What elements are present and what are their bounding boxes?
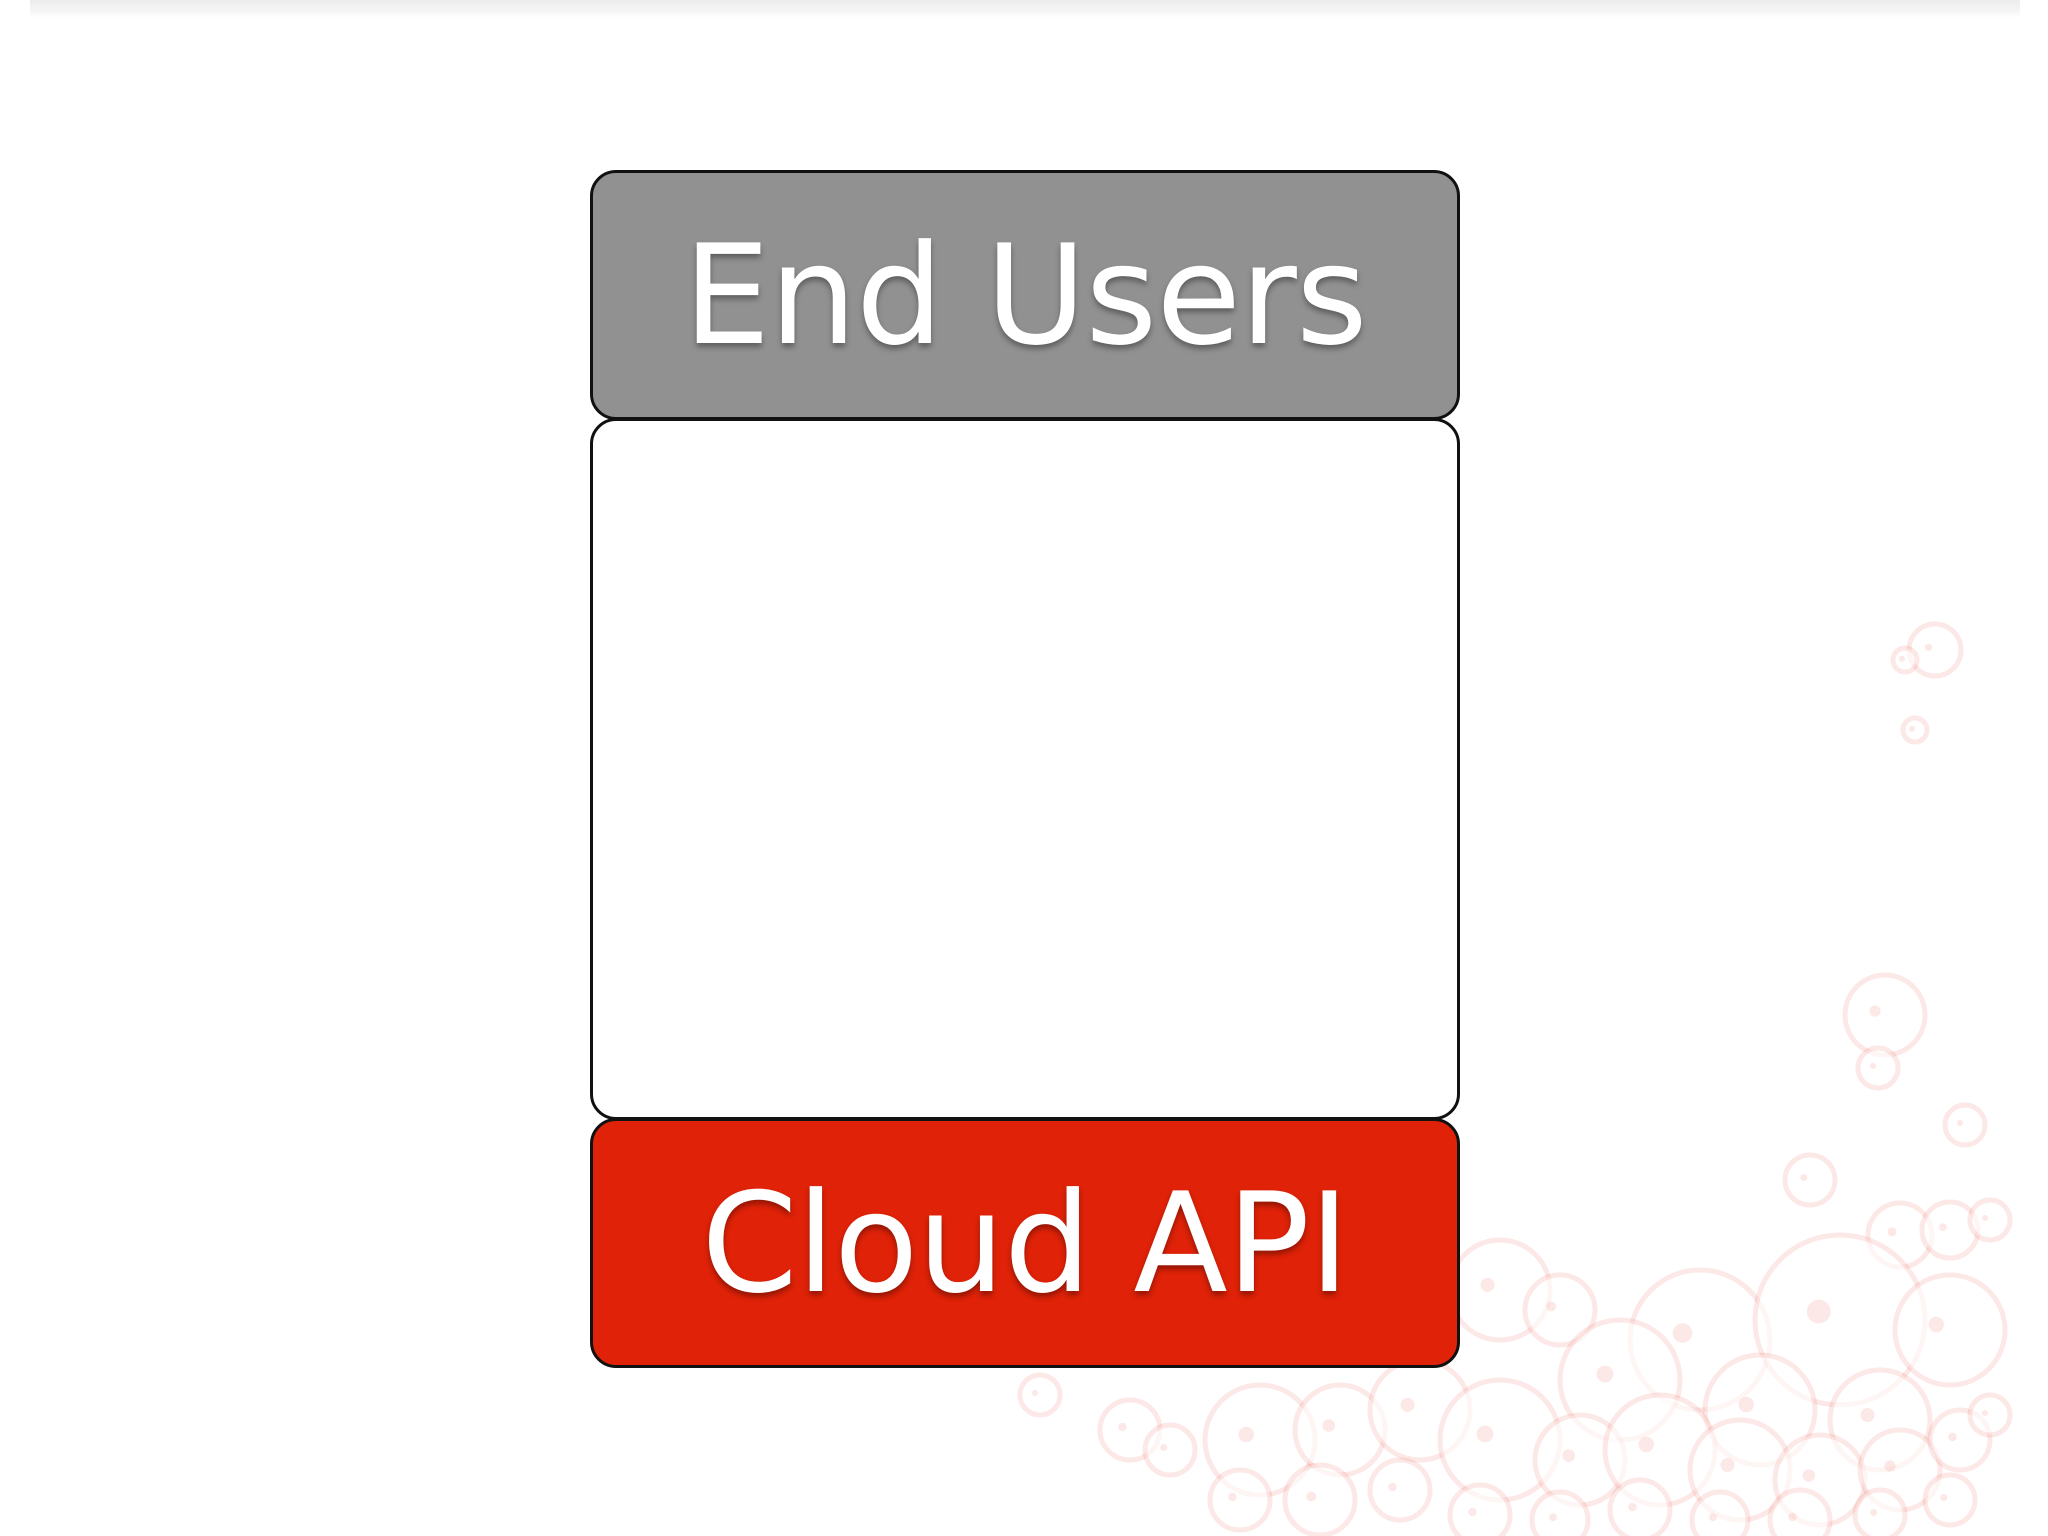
bubble-41 bbox=[1967, 1392, 2013, 1438]
bubble-16 bbox=[1702, 1352, 1818, 1468]
bubble-eye-3 bbox=[1869, 1005, 1881, 1017]
bubble-eye-10 bbox=[1480, 1278, 1495, 1292]
bubble-34 bbox=[1447, 1482, 1513, 1536]
bubble-39 bbox=[1852, 1487, 1908, 1536]
end-users-label: End Users bbox=[683, 214, 1368, 376]
bubble-0 bbox=[1906, 621, 1964, 679]
bubble-eye-22 bbox=[1562, 1449, 1576, 1462]
bubble-38 bbox=[1767, 1487, 1833, 1536]
bubble-9 bbox=[1967, 1197, 2013, 1243]
bubble-eye-16 bbox=[1738, 1396, 1754, 1413]
bubble-15 bbox=[1557, 1317, 1683, 1443]
bubble-eye-9 bbox=[1982, 1215, 1988, 1221]
bubble-eye-34 bbox=[1468, 1507, 1477, 1517]
cloud-api-layer: Cloud API bbox=[590, 1118, 1460, 1368]
cloud-api-label: Cloud API bbox=[701, 1162, 1349, 1324]
bubble-eye-8 bbox=[1939, 1223, 1947, 1232]
bubble-31 bbox=[1207, 1467, 1273, 1533]
bubble-eye-21 bbox=[1476, 1425, 1494, 1443]
bubble-4 bbox=[1855, 1045, 1901, 1091]
bubble-eye-0 bbox=[1924, 643, 1933, 652]
bubble-24 bbox=[1687, 1417, 1793, 1523]
bubble-eye-35 bbox=[1549, 1513, 1557, 1522]
bubble-eye-37 bbox=[1709, 1513, 1717, 1522]
bubble-13 bbox=[1752, 1232, 1928, 1408]
bubble-eye-26 bbox=[1884, 1460, 1896, 1472]
bubble-eye-33 bbox=[1388, 1482, 1397, 1492]
bubble-19 bbox=[1292, 1382, 1388, 1478]
bubble-36 bbox=[1607, 1477, 1673, 1536]
layer-stack: End Users Cloud API bbox=[590, 170, 1460, 1368]
bubble-eye-39 bbox=[1870, 1509, 1878, 1516]
bubble-23 bbox=[1602, 1392, 1718, 1508]
bubble-eye-36 bbox=[1628, 1502, 1637, 1512]
bubble-1 bbox=[1890, 645, 1920, 675]
bubble-10 bbox=[1447, 1237, 1553, 1343]
bubble-eye-31 bbox=[1228, 1492, 1237, 1502]
bubble-29 bbox=[1142, 1422, 1198, 1478]
bubble-27 bbox=[1927, 1407, 1993, 1473]
top-shadow-bar bbox=[30, 0, 2020, 18]
bubble-eye-41 bbox=[1982, 1410, 1988, 1416]
bubble-35 bbox=[1529, 1489, 1591, 1536]
bubble-eye-6 bbox=[1800, 1174, 1808, 1181]
bubble-eye-4 bbox=[1870, 1063, 1876, 1069]
bubble-7 bbox=[1865, 1200, 1935, 1270]
bubble-eye-18 bbox=[1238, 1426, 1254, 1443]
bubble-25 bbox=[1772, 1432, 1868, 1528]
bubble-2 bbox=[1900, 715, 1930, 745]
bubble-eye-19 bbox=[1322, 1419, 1336, 1432]
bubble-37 bbox=[1689, 1489, 1751, 1536]
bubble-14 bbox=[1892, 1272, 2008, 1388]
bubble-eye-13 bbox=[1806, 1299, 1831, 1324]
bubble-eye-12 bbox=[1672, 1323, 1693, 1343]
bubble-30 bbox=[1017, 1372, 1063, 1418]
bubble-eye-25 bbox=[1802, 1469, 1816, 1482]
bubble-eye-29 bbox=[1160, 1444, 1168, 1451]
bubble-eye-17 bbox=[1860, 1408, 1875, 1422]
bubble-21 bbox=[1437, 1377, 1563, 1503]
end-users-layer: End Users bbox=[590, 170, 1460, 420]
bubble-26 bbox=[1857, 1427, 1943, 1513]
bubble-eye-11 bbox=[1546, 1301, 1557, 1312]
bubble-33 bbox=[1367, 1457, 1433, 1523]
bubble-eye-23 bbox=[1638, 1436, 1654, 1453]
bubble-eye-20 bbox=[1400, 1398, 1415, 1412]
bubble-40 bbox=[1922, 1472, 1978, 1528]
bubble-eye-24 bbox=[1720, 1458, 1735, 1472]
bubble-5 bbox=[1942, 1102, 1988, 1148]
bubble-eye-14 bbox=[1928, 1316, 1944, 1333]
bubble-8 bbox=[1919, 1199, 1981, 1261]
bubble-18 bbox=[1202, 1382, 1318, 1498]
bubble-eye-7 bbox=[1887, 1227, 1897, 1237]
bubble-11 bbox=[1522, 1272, 1598, 1348]
bubble-eye-15 bbox=[1596, 1365, 1614, 1383]
bubble-32 bbox=[1282, 1462, 1358, 1536]
bubble-22 bbox=[1532, 1412, 1628, 1508]
bubble-eye-38 bbox=[1788, 1512, 1797, 1522]
bubble-eye-27 bbox=[1948, 1432, 1957, 1442]
bubble-6 bbox=[1782, 1152, 1838, 1208]
bubble-eye-32 bbox=[1306, 1491, 1317, 1502]
bubble-eye-40 bbox=[1940, 1494, 1948, 1501]
bubble-3 bbox=[1842, 972, 1928, 1058]
middle-layer bbox=[590, 418, 1460, 1120]
bubble-eye-1 bbox=[1899, 655, 1905, 662]
bubble-12 bbox=[1627, 1267, 1773, 1413]
bubble-eye-5 bbox=[1957, 1120, 1963, 1126]
bubble-20 bbox=[1367, 1357, 1473, 1463]
bubble-28 bbox=[1097, 1397, 1163, 1463]
bubble-eye-28 bbox=[1118, 1422, 1127, 1432]
bubble-eye-30 bbox=[1032, 1390, 1038, 1396]
bubble-eye-2 bbox=[1909, 725, 1915, 732]
bubble-17 bbox=[1827, 1367, 1933, 1473]
